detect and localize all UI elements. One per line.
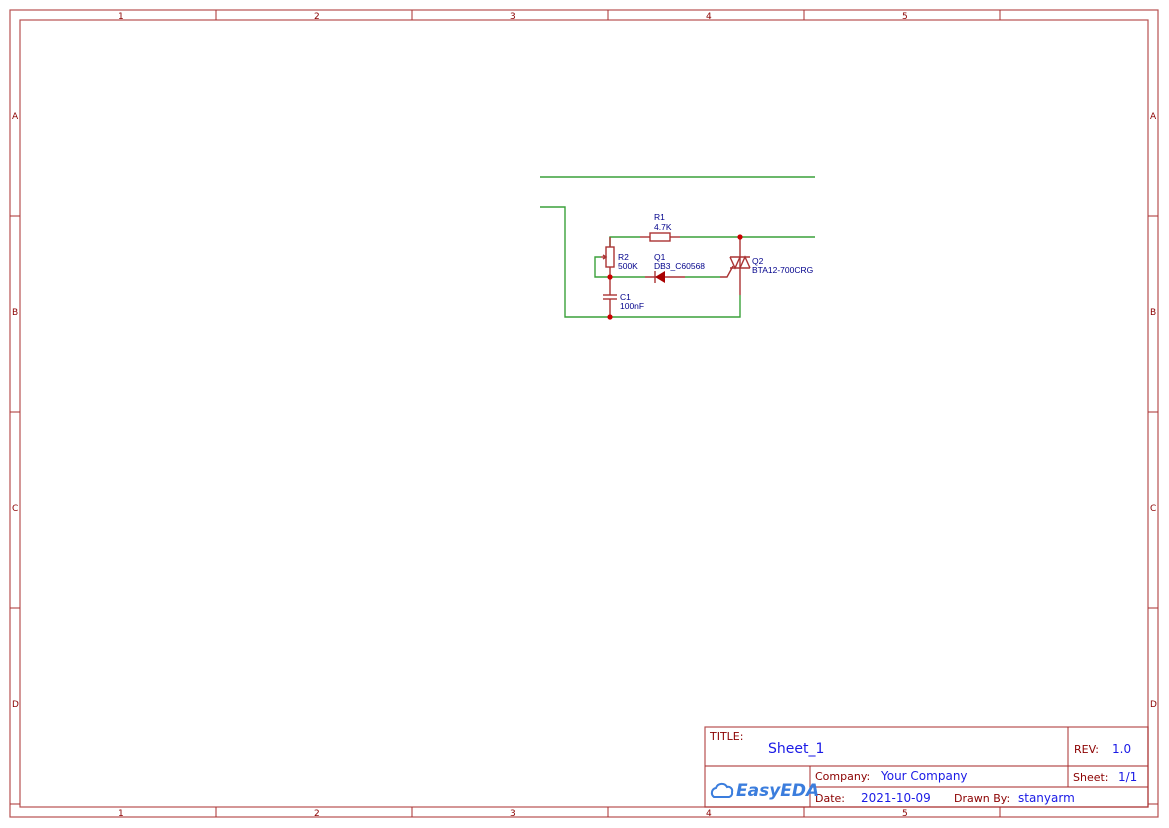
drawn-by-value: stanyarm [1018,791,1075,805]
date-value: 2021-10-09 [861,791,931,805]
col-label: 5 [902,809,908,819]
c1-value: 100nF [620,301,644,311]
title-label: TITLE: [709,730,743,743]
r2-value: 500K [618,261,638,271]
outer-frame [9,9,1159,818]
row-label: B [1150,308,1156,318]
col-label: 3 [510,12,516,22]
row-label: C [12,504,18,514]
wires [540,176,815,318]
title-value: Sheet_1 [768,741,824,757]
wire[interactable] [540,206,741,318]
row-label: C [1150,504,1156,514]
junction [607,314,613,320]
q2-value: BTA12-700CRG [752,265,813,275]
r1-value: 4.7K [654,222,672,232]
row-label: A [12,112,19,122]
col-label: 4 [706,809,712,819]
company-label: Company: [815,770,870,783]
resistor-r1[interactable]: R1 4.7K [640,212,680,242]
col-label: 2 [314,12,320,22]
r2-ref: R2 [618,252,629,262]
sheet-label: Sheet: [1073,771,1109,784]
row-label: A [1150,112,1157,122]
company-value: Your Company [880,769,968,783]
triac-q2[interactable]: Q2 BTA12-700CRG [720,237,813,295]
col-label: 1 [118,809,124,819]
rev-value: 1.0 [1112,742,1131,756]
c1-ref: C1 [620,292,631,302]
diac-q1[interactable]: Q1 DB3_C60568 [645,252,705,283]
col-label: 2 [314,809,320,819]
col-label: 4 [706,12,712,22]
col-label: 3 [510,809,516,819]
drawn-by-label: Drawn By: [954,792,1010,805]
column-ticks-bottom [215,807,1001,817]
cloud-icon [710,782,734,798]
row-ticks [10,215,1158,805]
wire[interactable] [594,256,610,278]
r1-ref: R1 [654,212,665,222]
inner-frame [19,19,1149,808]
column-ticks-top [215,10,1001,20]
wire[interactable] [609,236,640,247]
sheet-value: 1/1 [1118,770,1137,784]
title-block: TITLE: Sheet_1 REV: 1.0 Company: Your Co… [704,726,1149,808]
logo-text: EasyEDA [736,781,819,801]
q1-value: DB3_C60568 [654,261,705,271]
row-label: D [1150,700,1157,710]
q1-ref: Q1 [654,252,666,262]
junction [607,274,613,280]
potentiometer-r2[interactable]: R2 500K [601,237,638,277]
col-label: 5 [902,12,908,22]
rev-label: REV: [1074,743,1099,756]
junction [737,234,743,240]
capacitor-c1[interactable]: C1 100nF [603,277,644,317]
easyeda-logo: EasyEDA [710,781,819,801]
col-label: 1 [118,12,124,22]
row-label: D [12,700,19,710]
q2-ref: Q2 [752,256,764,266]
row-label: B [12,308,18,318]
date-label: Date: [815,792,845,805]
